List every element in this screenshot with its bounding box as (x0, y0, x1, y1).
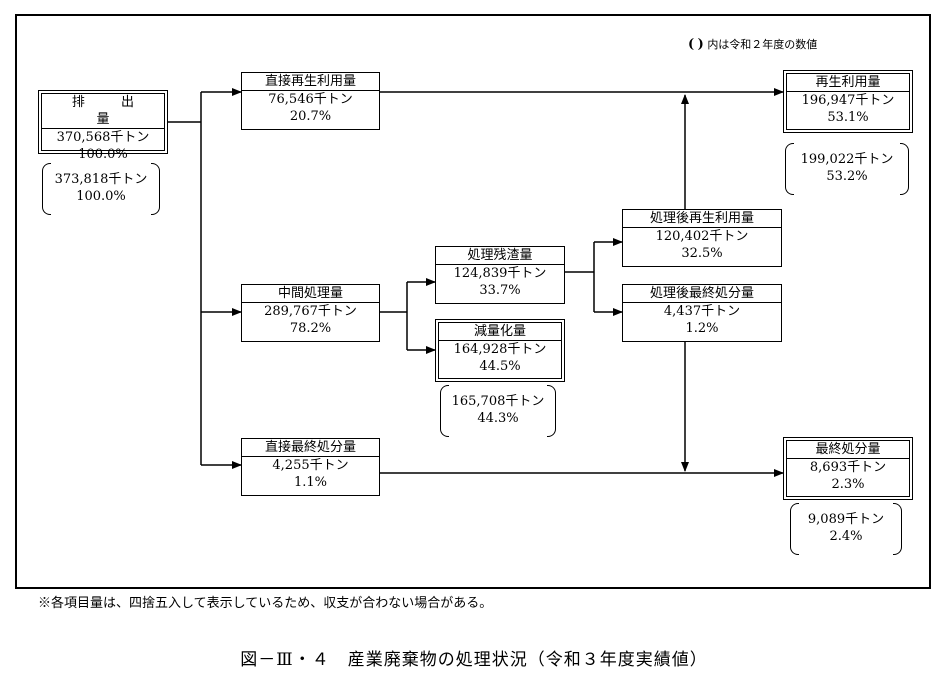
node-percent: 1.2% (685, 321, 719, 336)
node-title: 処理後再生利用量 (623, 210, 781, 228)
legend-note-text: 内は令和２年度の数値 (707, 38, 818, 51)
prev-percent: 100.0% (76, 189, 126, 204)
node-percent: 100.0% (78, 147, 128, 162)
node-title: 中間処理量 (242, 285, 379, 303)
prev-final-total: 9,089千トン 2.4% (790, 503, 902, 555)
node-percent: 1.1% (293, 475, 328, 490)
prev-reduction: 165,708千トン 44.3% (440, 385, 556, 437)
node-amount: 120,402千トン (655, 229, 749, 244)
diagram-frame (15, 14, 931, 589)
node-intermediate: 中間処理量 289,767千トン 78.2% (241, 284, 380, 342)
node-title: 処理残渣量 (436, 247, 564, 265)
node-residue: 処理残渣量 124,839千トン 33.7% (435, 246, 565, 304)
node-percent: 32.5% (681, 246, 723, 261)
node-reduction: 減量化量 164,928千トン 44.5% (435, 319, 565, 382)
node-amount: 4,255千トン (272, 458, 349, 473)
node-amount: 370,568千トン (56, 130, 150, 145)
node-percent: 44.5% (479, 359, 521, 374)
footnote: ※各項目量は、四捨五入して表示しているため、収支が合わない場合がある。 (38, 596, 493, 611)
prev-percent: 53.2% (826, 169, 868, 184)
legend-bracket-close: ) (697, 37, 704, 52)
node-final-total: 最終処分量 8,693千トン 2.3% (783, 437, 913, 500)
node-direct-final: 直接最終処分量 4,255千トン 1.1% (241, 438, 380, 496)
node-post-reuse: 処理後再生利用量 120,402千トン 32.5% (622, 209, 782, 267)
node-amount: 8,693千トン (809, 460, 887, 475)
node-amount: 4,437千トン (663, 304, 741, 319)
node-title: 排 出 量 (42, 94, 164, 129)
node-amount: 76,546千トン (268, 92, 353, 107)
node-title: 直接再生利用量 (242, 73, 379, 91)
node-amount: 164,928千トン (453, 342, 547, 357)
prev-reuse-total: 199,022千トン 53.2% (785, 143, 909, 195)
prev-amount: 9,089千トン (807, 512, 885, 527)
prev-amount: 165,708千トン (451, 394, 545, 409)
node-discharge: 排 出 量 370,568千トン 100.0% (38, 90, 168, 162)
node-percent: 20.7% (289, 109, 332, 124)
prev-discharge: 373,818千トン 100.0% (42, 163, 160, 215)
legend-note: ( ) 内は令和２年度の数値 (688, 36, 817, 52)
prev-amount: 373,818千トン (54, 172, 148, 187)
legend-bracket-open: ( (688, 37, 695, 52)
node-title: 再生利用量 (787, 74, 909, 92)
node-title: 減量化量 (439, 323, 561, 341)
node-reuse-total: 再生利用量 196,947千トン 53.1% (783, 70, 913, 133)
node-percent: 2.3% (831, 477, 865, 492)
prev-amount: 199,022千トン (800, 152, 894, 167)
figure-caption: 図－Ⅲ・４ 産業廃棄物の処理状況（令和３年度実績値） (240, 650, 708, 670)
node-direct-reuse: 直接再生利用量 76,546千トン 20.7% (241, 72, 380, 130)
node-title: 最終処分量 (787, 441, 909, 459)
node-amount: 124,839千トン (453, 266, 547, 281)
prev-percent: 2.4% (829, 529, 863, 544)
node-title: 直接最終処分量 (242, 439, 379, 457)
node-amount: 289,767千トン (264, 304, 357, 319)
node-percent: 33.7% (479, 283, 521, 298)
node-percent: 53.1% (827, 110, 869, 125)
node-percent: 78.2% (289, 321, 332, 336)
node-amount: 196,947千トン (801, 93, 895, 108)
node-title: 処理後最終処分量 (623, 285, 781, 303)
prev-percent: 44.3% (477, 411, 519, 426)
node-post-final: 処理後最終処分量 4,437千トン 1.2% (622, 284, 782, 342)
